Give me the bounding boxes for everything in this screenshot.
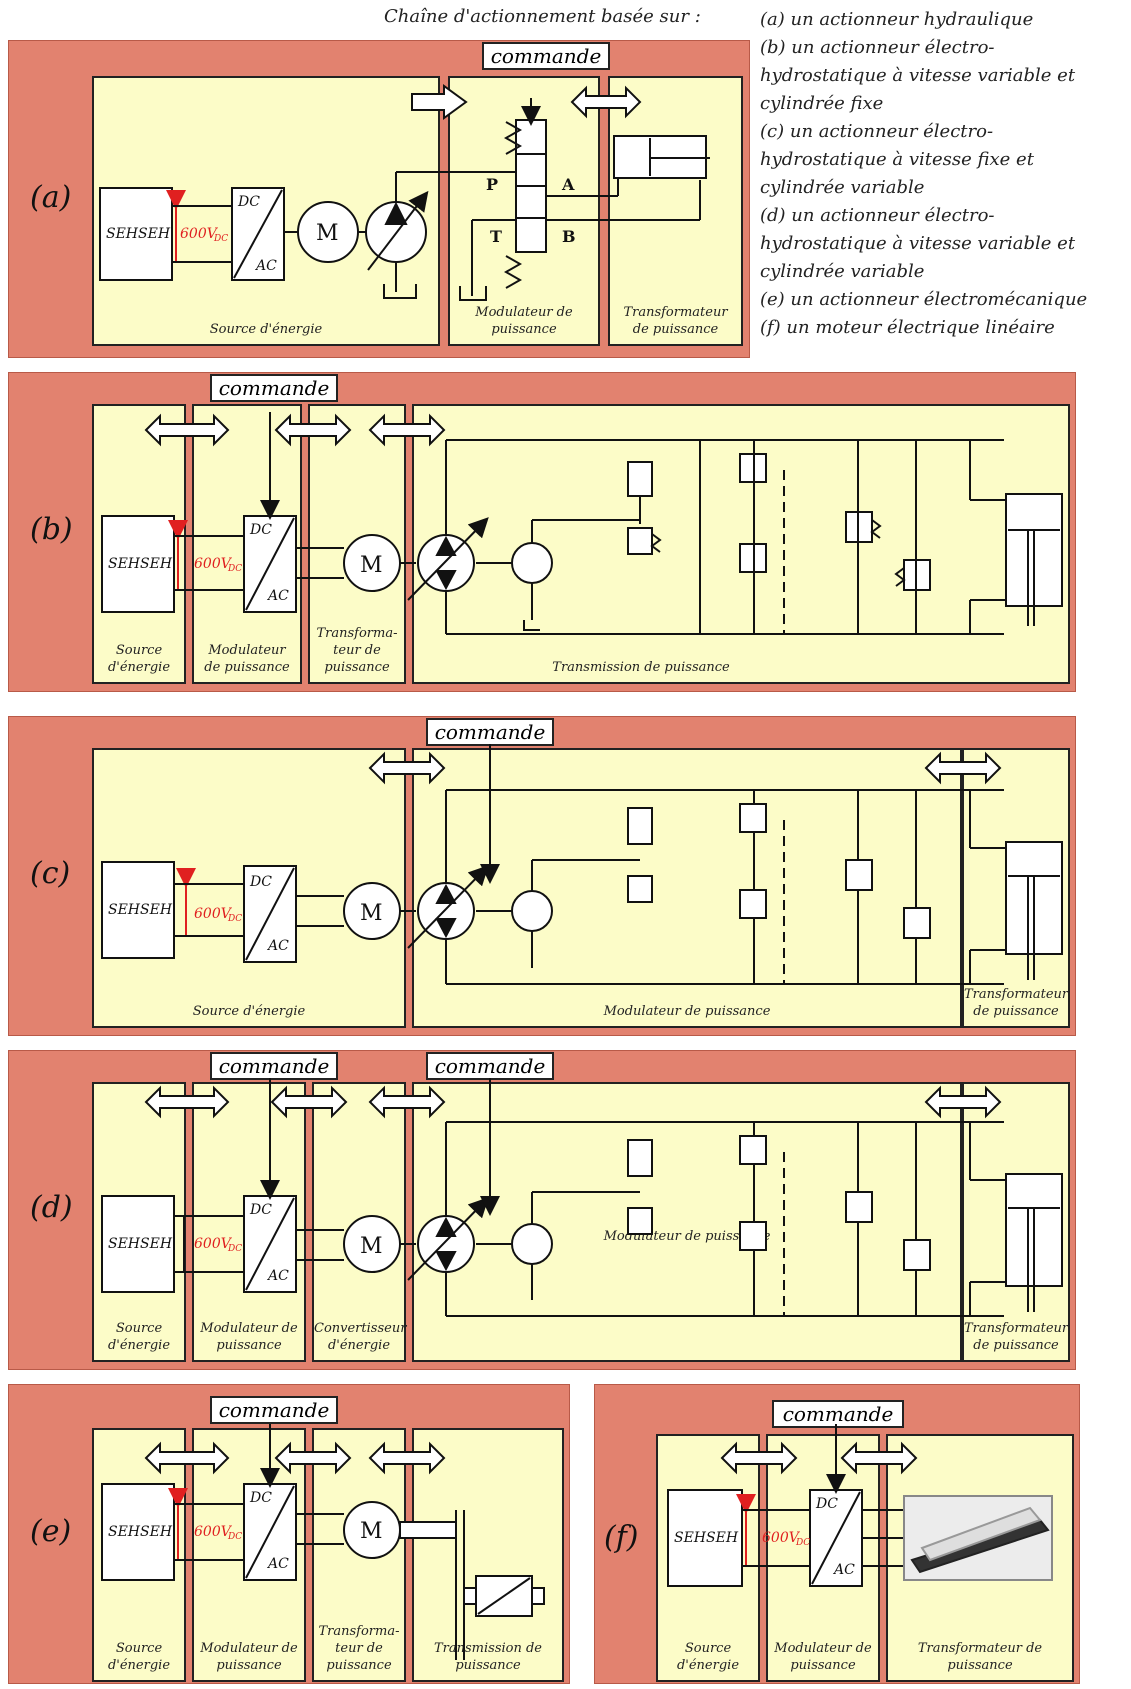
panel-d-schematic	[101, 1078, 1063, 1317]
panel-b-voltage: 600V	[194, 556, 233, 572]
panel-b-dc: DC	[249, 522, 272, 538]
panel-b-motor: M	[360, 553, 383, 578]
panel-c-source-name: SEHSEH	[108, 902, 173, 918]
panel-d-command-label-1: commande	[210, 1052, 338, 1080]
panel-c-schematic	[101, 744, 1063, 985]
panel-f-dc: DC	[815, 1496, 838, 1512]
panel-c-voltage-sub: DC	[227, 914, 242, 924]
panel-e-dc: DC	[249, 1490, 272, 1506]
panel-a-tag: (a)	[30, 180, 72, 215]
panel-d-source-name: SEHSEH	[108, 1236, 173, 1252]
panel-d-ac: AC	[266, 1268, 289, 1284]
panel-e-tag: (e)	[30, 1514, 72, 1549]
panel-e-voltage: 600V	[194, 1524, 233, 1540]
panel-f-voltage-sub: DC	[795, 1538, 810, 1548]
panel-f-ac: AC	[832, 1562, 855, 1578]
panel-c-voltage: 600V	[194, 906, 233, 922]
panel-d-command-label-2: commande	[426, 1052, 554, 1080]
panel-b-box-modulator: Modulateur de puissance	[192, 404, 302, 684]
panel-d-tag: (d)	[30, 1190, 73, 1225]
panel-d-dc: DC	[249, 1202, 272, 1218]
legend: (a) un actionneur hydraulique (b) un act…	[760, 6, 1130, 342]
panel-f-source-name: SEHSEH	[674, 1530, 739, 1546]
legend-item-a: (a) un actionneur hydraulique	[760, 9, 1034, 30]
panel-a-schematic: P A T B	[99, 84, 710, 301]
panel-a-dc: DC	[237, 194, 260, 210]
panel-e-voltage-sub: DC	[227, 1532, 242, 1542]
panel-a-voltage: 600V	[180, 226, 219, 242]
panel-a-box-transformer: Transformateur de puissance	[608, 76, 743, 346]
panel-e-box-transmission: Transmission de puissance	[412, 1428, 564, 1682]
panel-e-schematic	[101, 1424, 545, 1660]
panel-d-motor: M	[360, 1234, 383, 1259]
panel-b-command-label: commande	[210, 374, 338, 402]
panel-a-command-label: commande	[482, 42, 610, 70]
port-b-label: B	[562, 227, 576, 246]
panel-a-motor: M	[316, 221, 339, 246]
legend-item-c: (c) un actionneur électro- hydrostatique…	[760, 121, 1034, 198]
panel-d-voltage: 600V	[194, 1236, 233, 1252]
panel-f-command-label: commande	[772, 1400, 904, 1428]
port-t-label: T	[490, 227, 502, 246]
panel-b-source-name: SEHSEH	[108, 556, 173, 572]
panel-a-voltage-sub: DC	[213, 234, 228, 244]
panel-c-command-label: commande	[426, 718, 554, 746]
legend-item-f: (f) un moteur électrique linéaire	[760, 317, 1055, 338]
panel-a-source-name: SEHSEH	[106, 226, 171, 242]
panel-e-ac: AC	[266, 1556, 289, 1572]
legend-item-d: (d) un actionneur électro- hydrostatique…	[760, 205, 1076, 282]
port-a-label: A	[561, 175, 575, 194]
panel-c-motor: M	[360, 901, 383, 926]
panel-a-ac: AC	[254, 258, 277, 274]
port-p-label: P	[486, 175, 498, 194]
panel-c-tag: (c)	[30, 856, 71, 891]
panel-f-tag: (f)	[604, 1520, 639, 1555]
panel-f-schematic	[667, 1424, 1053, 1587]
panel-f-voltage: 600V	[762, 1530, 801, 1546]
panel-e-command-label: commande	[210, 1396, 338, 1424]
panel-b-voltage-sub: DC	[227, 564, 242, 574]
legend-item-b: (b) un actionneur électro- hydrostatique…	[760, 37, 1076, 114]
panel-d-voltage-sub: DC	[227, 1244, 242, 1254]
panel-c-ac: AC	[266, 938, 289, 954]
diagram-header: Chaîne d'actionnement basée sur :	[384, 6, 701, 27]
panel-e-source-name: SEHSEH	[108, 1524, 173, 1540]
panel-e-motor: M	[360, 1519, 383, 1544]
panel-b-tag: (b)	[30, 512, 73, 547]
panel-b-ac: AC	[266, 588, 289, 604]
panel-c-dc: DC	[249, 874, 272, 890]
legend-item-e: (e) un actionneur électromécanique	[760, 289, 1088, 310]
panel-b-schematic	[101, 412, 1063, 635]
